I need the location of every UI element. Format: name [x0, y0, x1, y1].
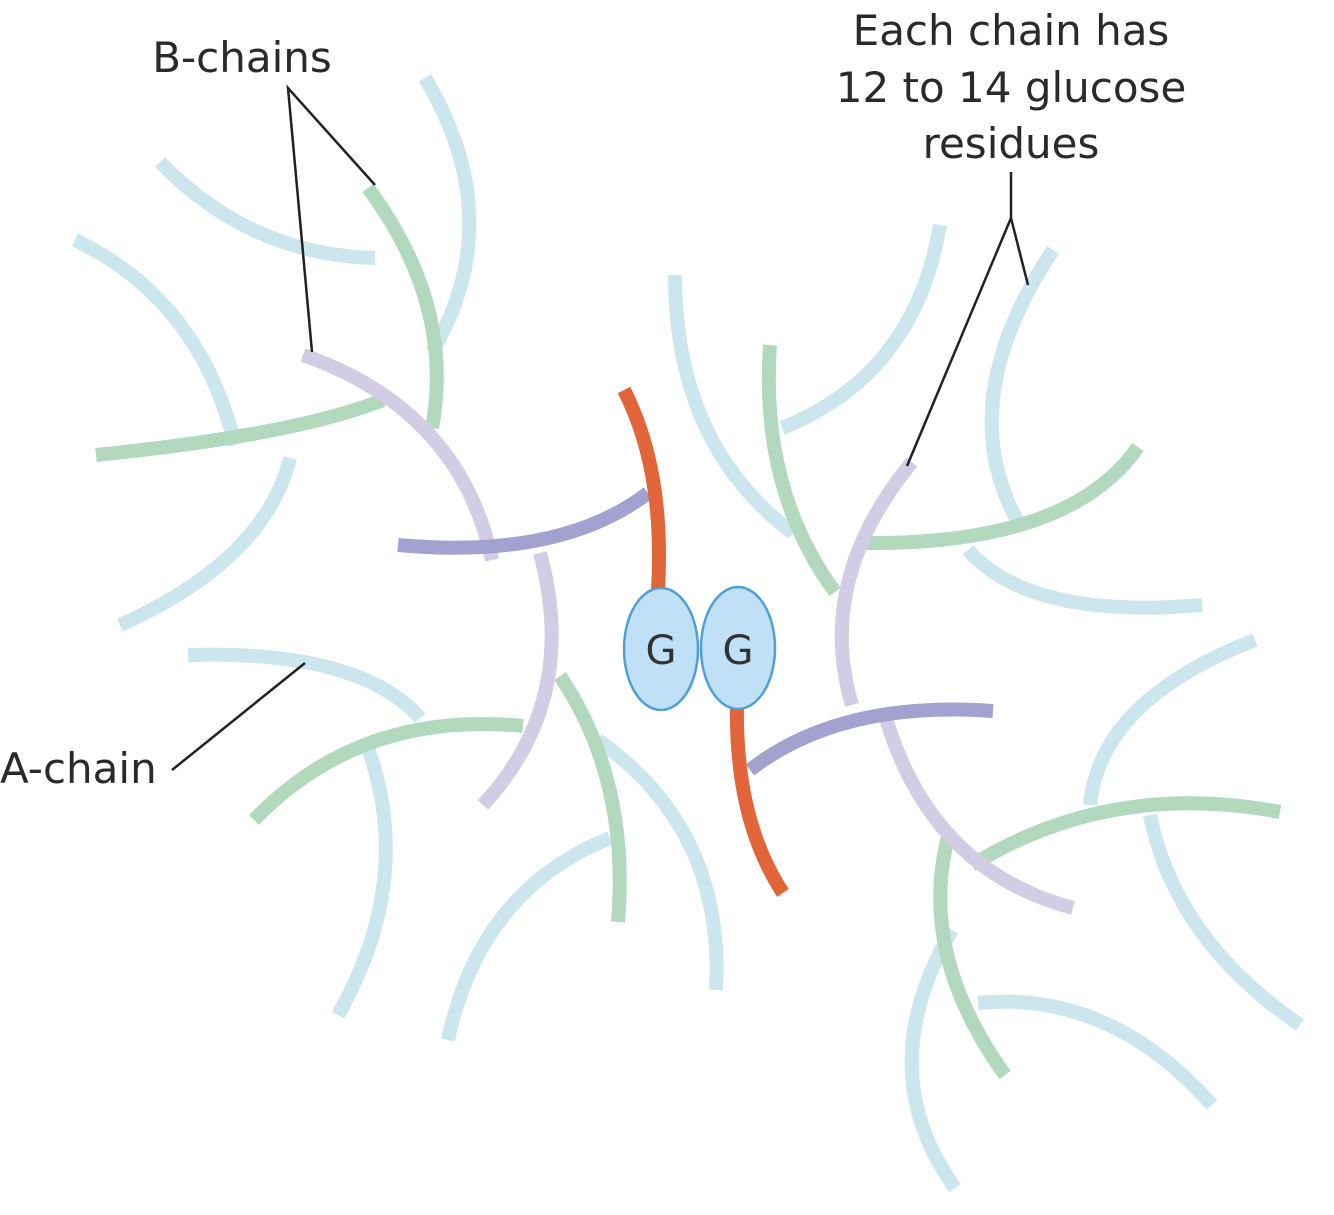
- glycogenin-dimer: G G: [622, 585, 777, 712]
- primer-chain-right: [729, 704, 789, 897]
- green-chain: [761, 344, 841, 597]
- chain-length-label-line2: 12 to 14 glucose: [836, 63, 1187, 112]
- leader-lines: [171, 84, 1030, 771]
- purple-chain: [397, 487, 653, 555]
- outer-chain: [331, 745, 393, 1019]
- glycogenin-right: [699, 585, 777, 711]
- lavender-chain: [878, 713, 1075, 915]
- b-chains-label: B-chains: [152, 33, 332, 82]
- outer-chain: [593, 734, 724, 991]
- outer-chain: [418, 74, 477, 356]
- outer-chain: [984, 246, 1059, 529]
- outer-chain: [1143, 813, 1304, 1031]
- lavender-chain: [834, 457, 918, 707]
- green-tier-chains: [95, 183, 1282, 1080]
- outer-tier-chains: [71, 74, 1304, 1193]
- purple-chain: [745, 702, 994, 776]
- green-chain: [554, 672, 627, 923]
- outer-chain: [154, 157, 376, 265]
- green-chain: [933, 828, 1011, 1080]
- chain-length-label-line3: residues: [923, 119, 1100, 168]
- green-chain: [362, 183, 444, 430]
- outer-chain: [441, 831, 613, 1042]
- green-chain: [95, 393, 386, 462]
- outer-chain: [904, 926, 961, 1193]
- lavender-tier-chains: [300, 348, 1075, 915]
- outer-chain: [1083, 633, 1258, 806]
- outer-chain: [117, 456, 297, 632]
- outer-chain: [187, 647, 426, 723]
- primer-chain-left: [617, 386, 667, 591]
- b-chains-leader: [286, 84, 376, 353]
- a-chain-label: A-chain: [0, 744, 157, 793]
- lavender-chain: [300, 348, 499, 562]
- outer-chain: [71, 233, 242, 447]
- chain-length-label-line1: Each chain has: [853, 6, 1170, 55]
- glycogenin-left-letter: G: [646, 628, 677, 674]
- purple-tier-chains: [397, 487, 994, 776]
- primer-chains: [617, 386, 789, 897]
- outer-chain: [668, 274, 798, 539]
- chain-length-leader: [905, 172, 1030, 467]
- outer-chain: [962, 545, 1203, 615]
- green-chain: [248, 717, 524, 825]
- outer-chain: [779, 223, 947, 435]
- green-chain: [863, 442, 1144, 551]
- lavender-chain: [477, 551, 559, 810]
- glycogenin-right-letter: G: [723, 628, 754, 674]
- labels: B-chains A-chain Each chain has 12 to 14…: [0, 6, 1186, 793]
- outer-chain: [977, 994, 1218, 1110]
- glycogenin-left: [622, 586, 700, 712]
- a-chain-leader: [171, 662, 306, 771]
- green-chain: [968, 796, 1282, 871]
